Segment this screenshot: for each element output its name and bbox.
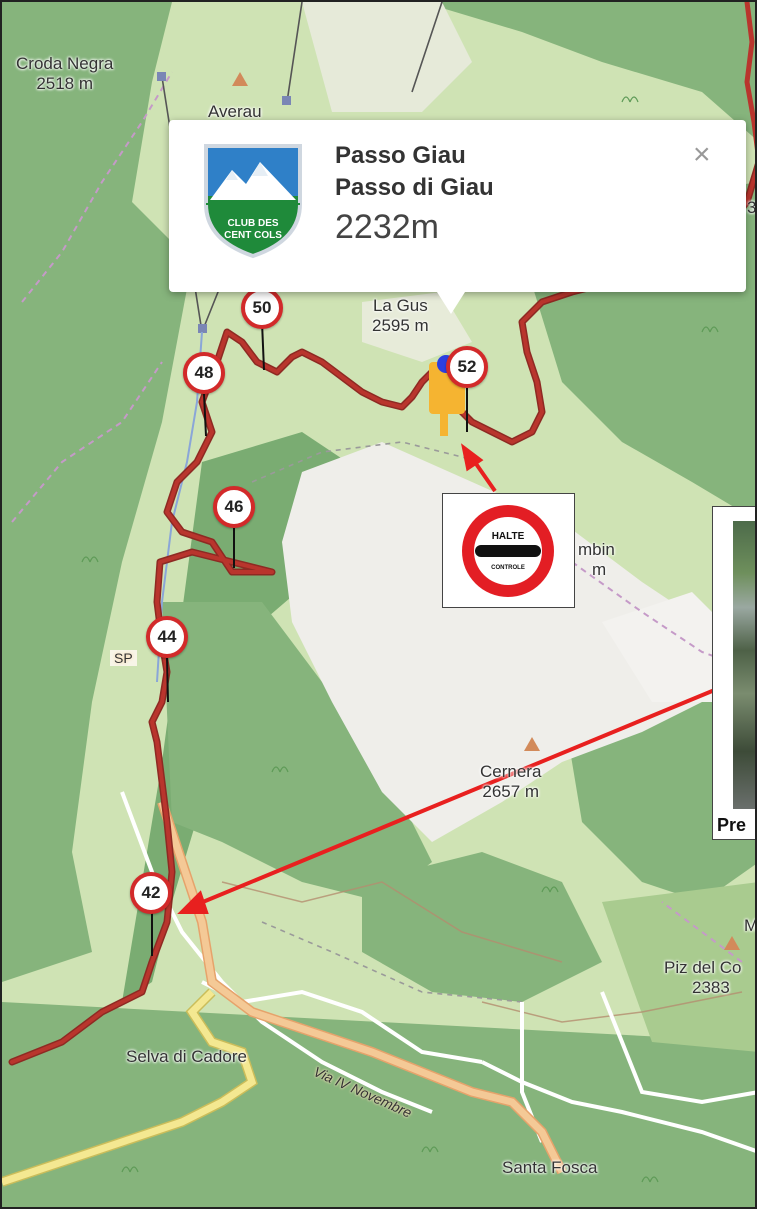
- km-marker-48[interactable]: 48: [183, 352, 225, 394]
- km-marker-50[interactable]: 50: [241, 287, 283, 329]
- col-elevation: 2232m: [335, 208, 439, 246]
- place-name: Averau: [208, 102, 262, 121]
- club-des-cent-cols-logo: CLUB DES CENT COLS: [204, 144, 302, 259]
- col-info-popup: CLUB DES CENT COLS Passo Giau Passo di G…: [169, 120, 746, 314]
- photo-thumbnail[interactable]: Pre: [712, 506, 755, 840]
- km-marker-42[interactable]: 42: [130, 872, 172, 914]
- stop-control-icon: HALTE CONTROLE: [462, 505, 554, 597]
- road-label-sp: SP: [110, 650, 137, 666]
- place-name: mbin: [578, 540, 615, 559]
- controle-text: CONTROLE: [491, 565, 525, 571]
- place-name: Piz del Co: [664, 958, 742, 977]
- place-croda-negra: Croda Negra 2518 m: [16, 54, 113, 94]
- place-name: 3: [747, 198, 757, 217]
- place-la-gusela: La Gus 2595 m: [372, 296, 429, 336]
- place-cernera: Cernera 2657 m: [480, 762, 541, 802]
- col-alt-name: Passo di Giau: [335, 174, 494, 201]
- place-elevation: 2595 m: [372, 316, 429, 335]
- km-marker-52[interactable]: 52: [446, 346, 488, 388]
- place-name: Croda Negra: [16, 54, 114, 73]
- place-name: La Gus: [372, 296, 428, 315]
- place-name: Santa Fosca: [502, 1158, 598, 1177]
- photo-image: [733, 521, 755, 809]
- place-partial-m: M: [744, 916, 757, 936]
- place-elevation: 2383: [692, 978, 730, 997]
- place-elevation: m: [592, 560, 607, 579]
- place-name: Selva di Cadore: [126, 1047, 247, 1066]
- close-icon[interactable]: ×: [693, 138, 711, 171]
- km-marker-46[interactable]: 46: [213, 486, 255, 528]
- halte-text: HALTE: [492, 531, 525, 542]
- photo-caption: Pre: [717, 815, 747, 835]
- place-name: M: [744, 916, 757, 935]
- place-averau: Averau: [208, 102, 262, 122]
- place-piz-del-corvo: Piz del Co 2383: [664, 958, 741, 998]
- place-name: Cernera: [480, 762, 542, 781]
- logo-text-2: CENT COLS: [224, 230, 282, 241]
- place-elevation: 2518 m: [36, 74, 94, 93]
- place-elevation: 2657 m: [482, 782, 540, 801]
- col-name: Passo Giau: [335, 142, 466, 169]
- place-selva-di-cadore: Selva di Cadore: [126, 1047, 247, 1067]
- place-partial-3: 3: [747, 198, 757, 218]
- logo-text-1: CLUB DES: [227, 218, 278, 229]
- place-lastoi: mbin m: [578, 540, 615, 580]
- halte-controle-sign: HALTE CONTROLE: [442, 493, 575, 608]
- place-santa-fosca: Santa Fosca: [502, 1158, 597, 1178]
- km-marker-44[interactable]: 44: [146, 616, 188, 658]
